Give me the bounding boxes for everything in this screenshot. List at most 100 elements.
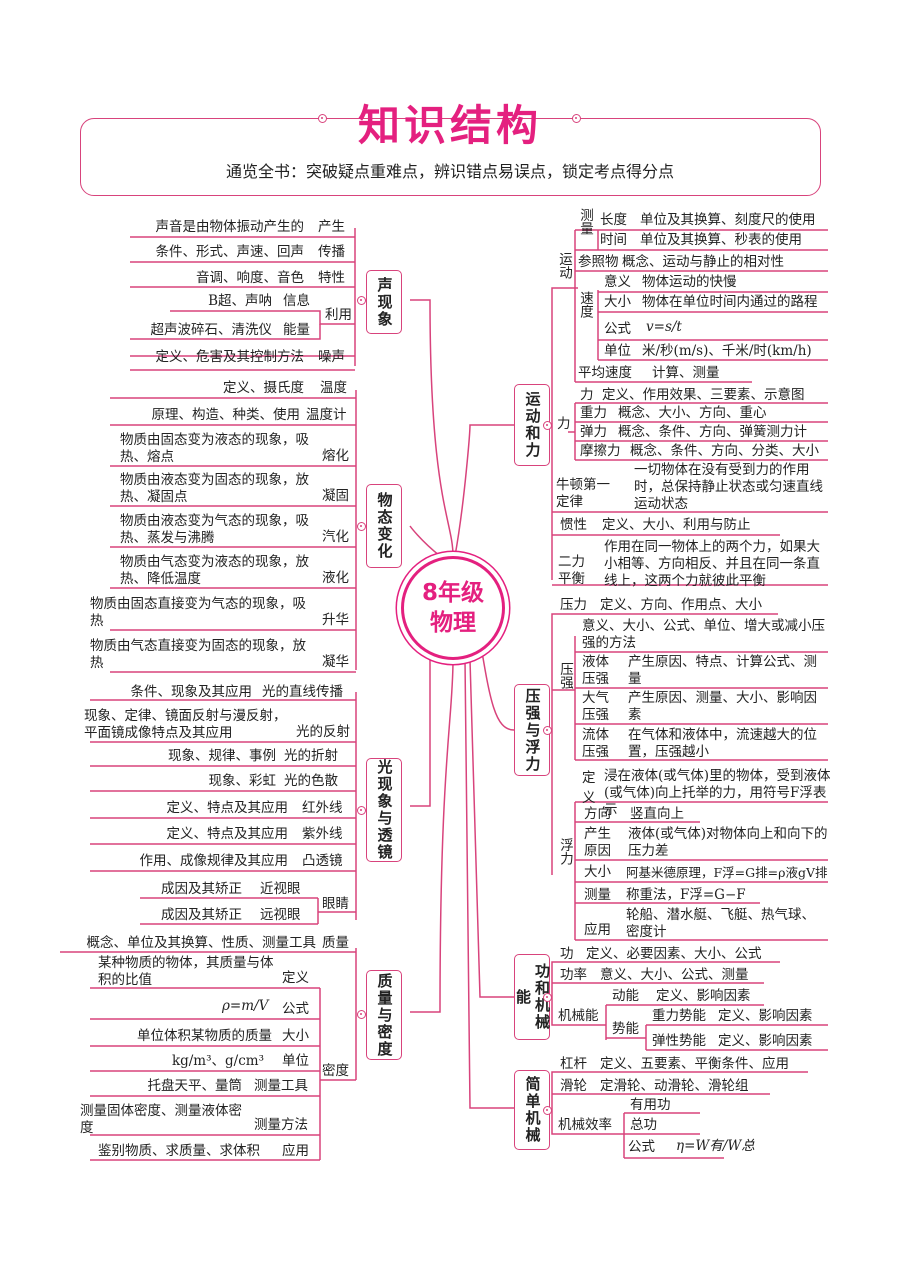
work-text: 定义、影响因素 (656, 988, 751, 1004)
motion-text: 概念、大小、方向、重心 (618, 405, 767, 421)
work-tag: 弹性势能 (652, 1033, 706, 1049)
pressure-text: 轮船、潜水艇、飞艇、热气球、密度计 (626, 907, 815, 940)
motion-speed-label: 速度 (577, 291, 593, 318)
mass-item-text: 概念、单位及其换算、性质、测量工具 (86, 935, 317, 951)
connector-line (575, 270, 828, 361)
motion-text: 物体运动的快慢 (642, 274, 737, 290)
page-subtitle: 通览全书：突破疑点重难点，辨识错点易误点，锁定考点得分点 (225, 162, 674, 181)
connector-line (410, 659, 454, 1013)
mass-item-text: 鉴别物质、求质量、求体积 (98, 1143, 260, 1159)
sound-item-tag: 传播 (318, 244, 345, 260)
state-item-text: 物质由固态变为液态的现象，吸热、熔点 (120, 432, 309, 465)
motion-tag: 意义 (604, 274, 631, 290)
state-item-tag: 升华 (322, 612, 349, 628)
state-item-text: 物质由液态变为气态的现象，吸热、蒸发与沸腾 (120, 513, 309, 546)
motion-tag: 时间 (600, 232, 627, 248)
motion-text: 米/秒(m/s)、千米/时(km/h) (642, 343, 812, 359)
node-dot (357, 806, 366, 815)
motion-text: 概念、条件、方向、弹簧测力计 (618, 424, 807, 440)
mass-item-text: 测量固体密度、测量液体密度 (80, 1103, 242, 1136)
light-item-tag: 光的直线传播 (262, 684, 343, 700)
connector-line (574, 230, 752, 383)
connector-line (605, 1004, 764, 1040)
mass-item-tag: 测量工具 (254, 1078, 308, 1094)
light-item-tag: 近视眼 (260, 881, 301, 897)
work-tag: 功 (560, 946, 574, 962)
connector-line (170, 310, 355, 325)
sound-item-text: 声音是由物体振动产生的 (155, 219, 305, 235)
motion-tag: 平均速度 (578, 365, 632, 381)
pressure-tag: 产生原因 (584, 826, 611, 859)
motion-measure-label: 测量 (577, 208, 593, 235)
motion-text: 物体在单位时间内通过的路程 (642, 294, 818, 310)
state-item-text: 物质由液态变为固态的现象，放热、凝固点 (120, 472, 309, 505)
pressure-text: 阿基米德原理，F浮=G排=ρ液gV排 (626, 865, 828, 880)
node-dot (543, 726, 552, 735)
center-node: 8年级 物理 (401, 556, 505, 660)
node-dot (543, 993, 552, 1002)
motion-text: 单位及其换算、秒表的使用 (640, 232, 802, 248)
work-tag: 重力势能 (652, 1008, 706, 1024)
light-item-text: 定义、特点及其应用 (166, 800, 289, 816)
banner-dot-left (318, 114, 327, 123)
node-dot (357, 296, 366, 305)
light-item-tag: 光的色散 (284, 773, 338, 789)
center-subject: 物理 (430, 610, 476, 636)
pressure-text: 产生原因、特点、计算公式、测量 (628, 654, 817, 687)
mass-item-tag: 定义 (282, 970, 309, 986)
connector-line (574, 801, 828, 941)
connector-line (552, 636, 828, 761)
motion-text: 概念、条件、方向、分类、大小 (630, 443, 819, 459)
light-item-text: 成因及其矫正 (161, 907, 242, 923)
node-dot (357, 522, 366, 531)
pressure-text: 竖直向上 (630, 806, 684, 822)
pressure-tag: 方向 (584, 806, 611, 822)
connector-line (623, 1112, 724, 1159)
banner-dot-right (572, 114, 581, 123)
mass-item-text: 托盘天平、量筒 (147, 1078, 243, 1094)
motion-tag: 重力 (580, 405, 607, 421)
work-text: 定义、必要因素、大小、公式 (586, 946, 762, 962)
pressure-tag: 流体压强 (582, 727, 609, 760)
mass-item-tag: 大小 (282, 1028, 309, 1044)
connector-line (409, 525, 441, 557)
efficiency-formula: η=W有/W总 (676, 1138, 755, 1154)
connector-line (410, 299, 454, 557)
mass-item-text: 单位体积某物质的质量 (137, 1028, 272, 1044)
sound-item-tag: 信息 (283, 293, 310, 309)
work-text: 定义、影响因素 (718, 1033, 813, 1049)
machine-tag: 公式 (628, 1139, 655, 1155)
connector-line (410, 620, 431, 807)
motion-text: 定义、作用效果、三要素、示意图 (602, 387, 805, 403)
mass-item-tag: 公式 (282, 1001, 309, 1017)
connector-line (552, 511, 828, 586)
pressure-tag: 液体压强 (582, 654, 609, 687)
pressure-tag: 测量 (584, 887, 611, 903)
state-item-tag: 凝固 (322, 488, 349, 504)
motion-tag: 公式 (604, 321, 631, 337)
connector-line (317, 898, 356, 924)
light-item-tag: 紫外线 (302, 826, 343, 842)
light-item-tag: 远视眼 (260, 907, 301, 923)
light-item-text: 作用、成像规律及其应用 (139, 853, 289, 869)
machine-tag: 杠杆 (560, 1056, 587, 1072)
motion-tag: 参照物 (578, 254, 619, 270)
light-item-text: 现象、规律、事例 (168, 748, 276, 764)
motion-tag: 惯性 (560, 517, 587, 533)
motion-tag: 摩擦力 (580, 443, 621, 459)
page-title: 知识结构 (357, 101, 542, 150)
state-item-tag: 汽化 (322, 529, 349, 545)
motion-tag: 长度 (600, 212, 627, 228)
connector-line (479, 639, 515, 731)
sound-item-tag: 噪声 (318, 349, 345, 365)
pressure-tag: 定义 (582, 770, 596, 806)
motion-tag: 二力平衡 (558, 554, 585, 587)
light-item-text: 条件、现象及其应用 (130, 684, 253, 700)
work-text: 定义、影响因素 (718, 1008, 813, 1024)
sound-item-text: 条件、形式、声速、回声 (155, 244, 305, 260)
light-eye-label: 眼睛 (322, 896, 349, 912)
mass-item-text: 某种物质的物体，其质量与体积的比值 (98, 955, 274, 988)
machine-text: 定滑轮、动滑轮、滑轮组 (600, 1078, 749, 1094)
state-item-text: 定义、摄氏度 (223, 380, 304, 396)
